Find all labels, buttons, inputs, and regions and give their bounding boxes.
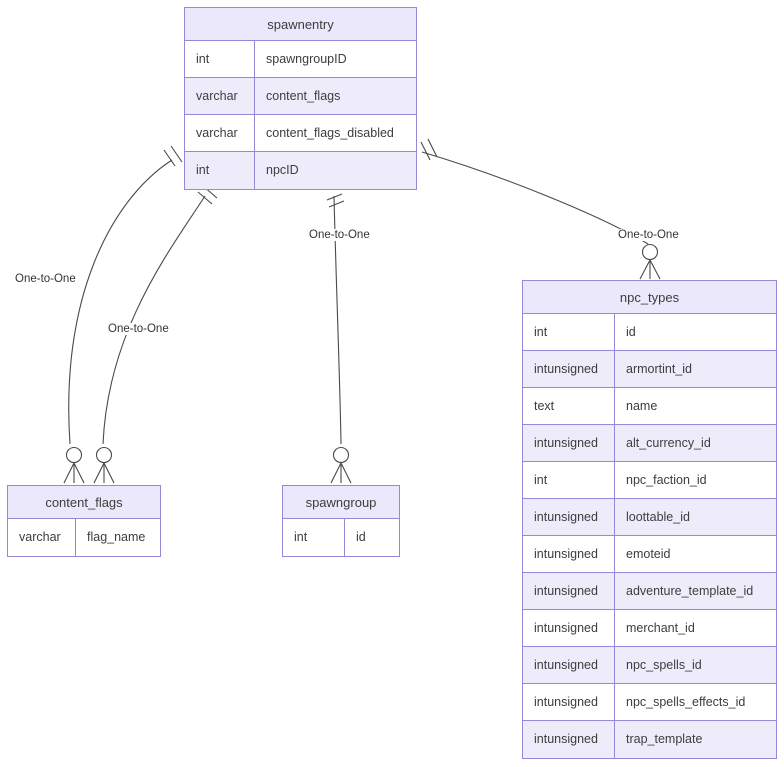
column-type: int bbox=[523, 462, 615, 498]
relationship-label: One-to-One bbox=[617, 229, 680, 241]
entity-table-npc-types[interactable]: npc_types int id intunsigned armortint_i… bbox=[522, 280, 777, 759]
table-row[interactable]: intunsigned alt_currency_id bbox=[523, 425, 776, 462]
entity-table-title: npc_types bbox=[523, 281, 776, 314]
column-field: flag_name bbox=[87, 530, 146, 544]
table-row[interactable]: int npcID bbox=[185, 152, 416, 189]
entity-table-title: spawnentry bbox=[185, 8, 416, 41]
relationship-label: One-to-One bbox=[308, 229, 371, 241]
column-field: npc_faction_id bbox=[626, 473, 707, 487]
column-field: emoteid bbox=[626, 547, 671, 561]
column-field: content_flags bbox=[266, 89, 341, 103]
column-field: armortint_id bbox=[626, 362, 692, 376]
column-type: int bbox=[523, 314, 615, 350]
column-field: adventure_template_id bbox=[626, 584, 754, 598]
column-type: intunsigned bbox=[523, 536, 615, 572]
table-row[interactable]: intunsigned loottable_id bbox=[523, 499, 776, 536]
column-type: intunsigned bbox=[523, 499, 615, 535]
column-field: spawngroupID bbox=[266, 52, 347, 66]
relationship-line-2 bbox=[326, 193, 352, 484]
column-field: loottable_id bbox=[626, 510, 690, 524]
entity-table-spawnentry[interactable]: spawnentry int spawngroupID varchar cont… bbox=[184, 7, 417, 190]
table-row[interactable]: intunsigned npc_spells_effects_id bbox=[523, 684, 776, 721]
column-type: intunsigned bbox=[523, 573, 615, 609]
column-field: merchant_id bbox=[626, 621, 695, 635]
table-row[interactable]: intunsigned npc_spells_id bbox=[523, 647, 776, 684]
column-field: alt_currency_id bbox=[626, 436, 711, 450]
column-field: id bbox=[356, 530, 366, 544]
entity-table-spawngroup[interactable]: spawngroup int id bbox=[282, 485, 400, 557]
column-field: id bbox=[626, 325, 636, 339]
table-row[interactable]: varchar content_flags bbox=[185, 78, 416, 115]
column-type: text bbox=[523, 388, 615, 424]
table-row[interactable]: intunsigned merchant_id bbox=[523, 610, 776, 647]
table-row[interactable]: intunsigned adventure_template_id bbox=[523, 573, 776, 610]
table-row[interactable]: varchar flag_name bbox=[8, 519, 160, 556]
entity-table-content-flags[interactable]: content_flags varchar flag_name bbox=[7, 485, 161, 557]
column-type: intunsigned bbox=[523, 425, 615, 461]
table-row[interactable]: intunsigned trap_template bbox=[523, 721, 776, 758]
column-type: intunsigned bbox=[523, 351, 615, 387]
column-type: intunsigned bbox=[523, 647, 615, 683]
column-type: varchar bbox=[185, 115, 255, 151]
column-type: intunsigned bbox=[523, 610, 615, 646]
table-row[interactable]: int id bbox=[283, 519, 399, 556]
column-type: int bbox=[283, 519, 345, 556]
column-type: varchar bbox=[185, 78, 255, 114]
table-row[interactable]: int npc_faction_id bbox=[523, 462, 776, 499]
table-row[interactable]: varchar content_flags_disabled bbox=[185, 115, 416, 152]
column-field: trap_template bbox=[626, 732, 703, 746]
relationship-line-3 bbox=[420, 138, 661, 280]
column-field: name bbox=[626, 399, 658, 413]
column-type: intunsigned bbox=[523, 684, 615, 720]
column-type: varchar bbox=[8, 519, 76, 556]
table-row[interactable]: intunsigned emoteid bbox=[523, 536, 776, 573]
relationship-label: One-to-One bbox=[14, 273, 77, 285]
column-field: npcID bbox=[266, 163, 299, 177]
relationship-label: One-to-One bbox=[107, 323, 170, 335]
entity-table-title: content_flags bbox=[8, 486, 160, 519]
entity-table-title: spawngroup bbox=[283, 486, 399, 519]
column-type: int bbox=[185, 152, 255, 189]
column-field: npc_spells_id bbox=[626, 658, 702, 672]
column-field: content_flags_disabled bbox=[266, 126, 394, 140]
table-row[interactable]: text name bbox=[523, 388, 776, 425]
table-row[interactable]: intunsigned armortint_id bbox=[523, 351, 776, 388]
column-type: int bbox=[185, 41, 255, 77]
column-field: npc_spells_effects_id bbox=[626, 695, 746, 709]
table-row[interactable]: int spawngroupID bbox=[185, 41, 416, 78]
table-row[interactable]: int id bbox=[523, 314, 776, 351]
relationship-line-0 bbox=[63, 145, 183, 484]
column-type: intunsigned bbox=[523, 721, 615, 758]
